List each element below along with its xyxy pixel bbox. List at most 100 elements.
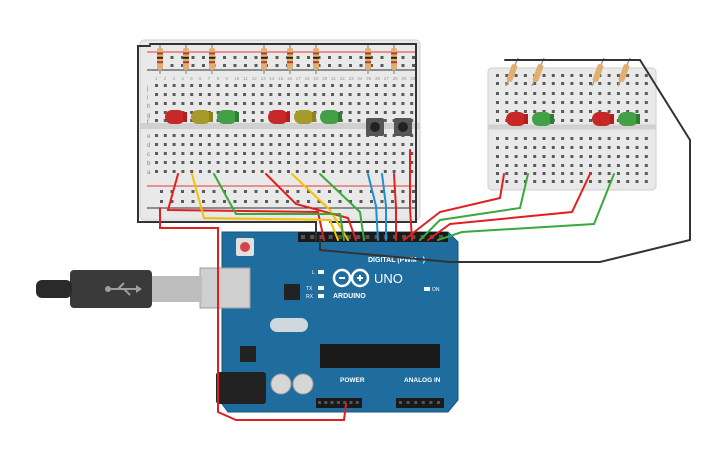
crystal: [270, 318, 308, 332]
column-number: 28: [393, 76, 399, 81]
column-number: 8: [217, 76, 220, 81]
digital-header[interactable]: [298, 232, 448, 242]
resistor-5[interactable]: [287, 44, 293, 74]
wires[interactable]: [137, 43, 691, 421]
column-number: 12: [252, 76, 258, 81]
reset-button[interactable]: [236, 238, 254, 256]
wire-green-4: [437, 173, 615, 241]
pushbutton-1: [366, 118, 384, 136]
row-letter: c: [147, 152, 150, 158]
led-green-1: [217, 110, 239, 124]
large-breadboard-letters: j i h g f e d c b a: [146, 86, 151, 176]
row-letter: j: [146, 86, 148, 92]
usb-icon: [105, 282, 142, 296]
resistor-7[interactable]: [365, 44, 371, 74]
row-letter: d: [147, 143, 150, 149]
led-l-label: L: [312, 270, 315, 276]
resistor-3[interactable]: [209, 44, 215, 74]
atmega-chip: [320, 344, 440, 368]
column-number: 7: [208, 76, 211, 81]
led-on: [424, 287, 430, 291]
wire-yellow-1: [191, 173, 339, 241]
led-tx-label: TX: [306, 286, 313, 292]
led-rx: [318, 294, 324, 298]
led-red-2: [268, 110, 290, 124]
usb-connector[interactable]: [36, 267, 251, 309]
resistor-small-2[interactable]: [531, 57, 545, 87]
column-number: 27: [384, 76, 390, 81]
wire-black-small: [319, 59, 691, 263]
column-number: 25: [366, 76, 372, 81]
wire-green-2: [319, 173, 365, 241]
row-letter: i: [147, 95, 148, 101]
wire-red-2: [265, 173, 357, 241]
resistor-2[interactable]: [183, 44, 189, 74]
column-number: 20: [322, 76, 328, 81]
wire-black-large: [137, 45, 317, 241]
small-breadboard[interactable]: [487, 67, 657, 191]
led-yellow-1: [191, 110, 213, 124]
model-label: UNO: [374, 271, 403, 286]
column-number: 10: [234, 76, 240, 81]
column-number: 9: [225, 76, 228, 81]
leds-large[interactable]: [165, 110, 342, 124]
wire-green-1: [213, 173, 345, 241]
resistors-large[interactable]: [157, 44, 397, 74]
column-number: 22: [340, 76, 346, 81]
resistor-small-1[interactable]: [505, 57, 519, 87]
column-number: 18: [305, 76, 311, 81]
digital-label: DIGITAL (PWM ~): [368, 257, 425, 264]
wire-black-large-top: [149, 43, 417, 223]
wire-red-5: [403, 173, 505, 241]
row-letter: h: [147, 104, 150, 110]
analog-header[interactable]: [396, 398, 444, 408]
column-number: 4: [181, 76, 184, 81]
analog-label: ANALOG IN: [404, 377, 441, 384]
column-number: 23: [349, 76, 355, 81]
resistor-6[interactable]: [313, 44, 319, 74]
led-rx-label: RX: [306, 294, 314, 300]
arduino-logo: [332, 268, 370, 288]
usb-chip: [284, 284, 300, 300]
power-label: POWER: [340, 377, 365, 384]
brand-label: ARDUINO: [333, 293, 366, 300]
resistor-1[interactable]: [157, 44, 163, 74]
resistors-small[interactable]: [505, 57, 631, 87]
row-letter: e: [147, 134, 151, 140]
wire-blue-2: [381, 173, 387, 241]
column-number: 5: [190, 76, 193, 81]
regulator: [240, 346, 256, 362]
column-number: 24: [357, 76, 363, 81]
column-number: 15: [278, 76, 284, 81]
pushbutton-2: [394, 118, 412, 136]
resistor-small-4[interactable]: [617, 57, 631, 87]
column-number: 17: [296, 76, 302, 81]
arduino-uno-board[interactable]: ARDUINO UNO DIGITAL (PWM ~) POWER ANALOG…: [36, 231, 459, 413]
wire-blue-1: [367, 173, 379, 241]
pushbuttons[interactable]: [366, 118, 412, 136]
resistor-small-3[interactable]: [591, 57, 605, 87]
resistor-4[interactable]: [261, 44, 267, 74]
power-jack[interactable]: [216, 372, 266, 404]
column-number: 13: [261, 76, 267, 81]
on-label: ON: [432, 287, 440, 293]
led-red-3: [506, 112, 528, 126]
resistor-8[interactable]: [391, 44, 397, 74]
led-l: [318, 270, 324, 274]
column-number: 3: [173, 76, 176, 81]
led-tx: [318, 286, 324, 290]
led-red-4: [592, 112, 614, 126]
wire-green-3: [419, 173, 529, 241]
column-number: 26: [375, 76, 381, 81]
wire-red-3: [393, 173, 397, 241]
row-letter: g: [147, 113, 150, 119]
column-number: 30: [410, 76, 416, 81]
led-yellow-2: [294, 110, 316, 124]
capacitor-1: [270, 373, 292, 395]
column-number: 29: [401, 76, 407, 81]
column-number: 1: [155, 76, 158, 81]
leds-small[interactable]: [506, 112, 640, 126]
